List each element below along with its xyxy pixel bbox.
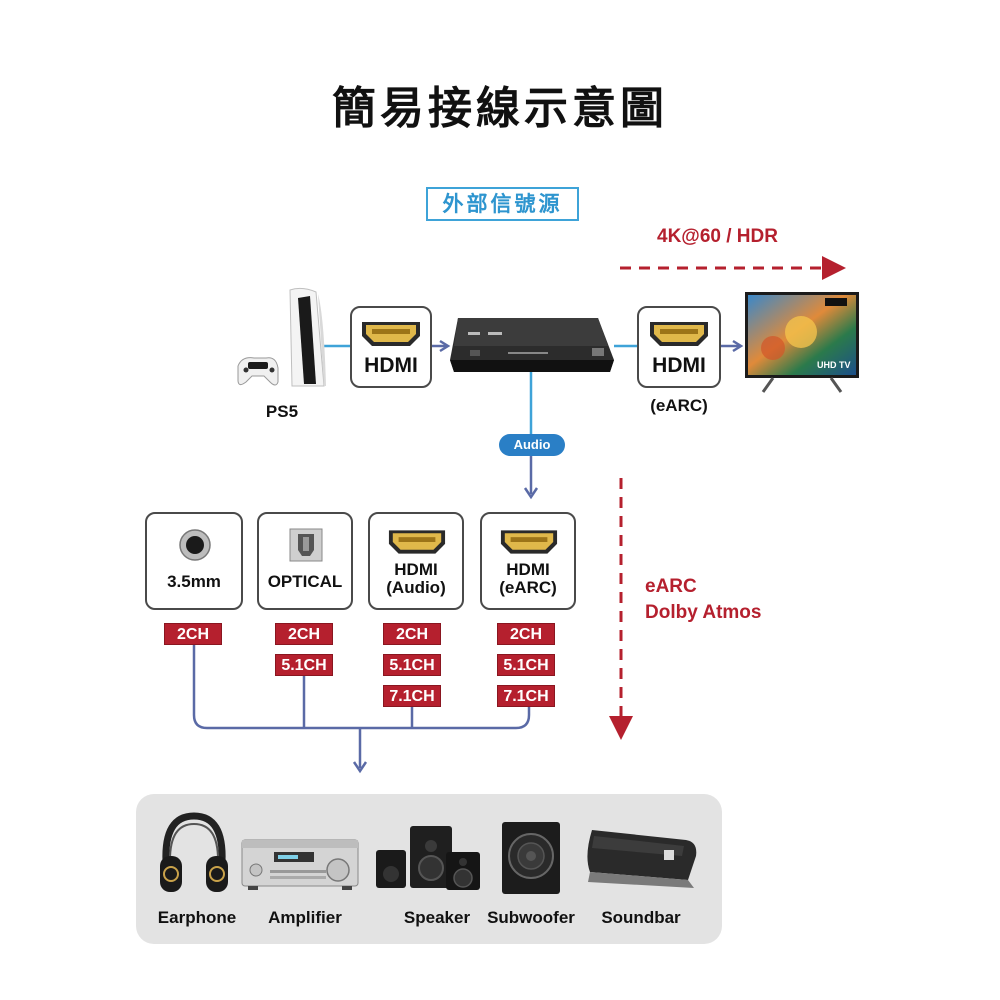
headphones-icon xyxy=(160,812,228,892)
audio-tag: Audio xyxy=(499,434,565,456)
hdmi-input-card: HDMI xyxy=(350,306,432,388)
speaker-icon xyxy=(376,826,480,890)
output-bus-lines xyxy=(192,645,531,774)
output-sublabel: (Audio) xyxy=(386,578,446,597)
device-label-earphone: Earphone xyxy=(157,908,237,927)
channel-badge: 5.1CH xyxy=(383,654,441,676)
ps5-label: PS5 xyxy=(265,402,299,421)
source-label-box: 外部信號源 xyxy=(426,187,579,221)
output-card-3-5mm: 3.5mm xyxy=(145,512,243,610)
audio-jack-icon xyxy=(179,529,211,561)
device-label-speaker: Speaker xyxy=(403,908,471,927)
hdmi-earc-output-card: HDMI xyxy=(637,306,721,388)
earc-arrow-head xyxy=(609,716,633,740)
channel-badge: 2CH xyxy=(383,623,441,645)
tv-icon: UHD TV xyxy=(745,292,859,393)
hdmi-input-label: HDMI xyxy=(364,354,418,377)
hdmi-port-icon xyxy=(362,322,420,346)
channel-badge: 5.1CH xyxy=(275,654,333,676)
subwoofer-icon xyxy=(502,822,560,894)
optical-port-icon xyxy=(289,528,323,562)
earc-note-line1: eARC xyxy=(645,576,697,597)
hdmi-port-icon xyxy=(500,530,558,554)
video-spec-label: 4K@60 / HDR xyxy=(657,226,778,247)
svg-text:UHD TV: UHD TV xyxy=(817,360,851,370)
channel-badge: 7.1CH xyxy=(383,685,441,707)
output-card-hdmi-earc: HDMI (eARC) xyxy=(480,512,576,610)
hdmi-output-label: HDMI xyxy=(652,354,706,377)
amplifier-icon xyxy=(241,839,359,890)
device-label-amplifier: Amplifier xyxy=(268,908,342,927)
channel-badge: 2CH xyxy=(275,623,333,645)
diagram-title: 簡易接線示意圖 xyxy=(332,83,668,134)
earc-note: eARC Dolby Atmos xyxy=(645,574,761,626)
earc-output-sublabel: (eARC) xyxy=(650,396,708,415)
output-card-optical: OPTICAL xyxy=(257,512,353,610)
output-label: 3.5mm xyxy=(167,572,221,591)
output-sublabel: (eARC) xyxy=(499,578,557,597)
output-card-hdmi-audio: HDMI (Audio) xyxy=(368,512,464,610)
ps5-console-icon xyxy=(237,287,326,387)
hdmi-port-icon xyxy=(388,530,446,554)
channel-badge: 5.1CH xyxy=(497,654,555,676)
hdmi-port-icon xyxy=(650,322,708,346)
device-label-subwoofer: Subwoofer xyxy=(487,908,575,927)
output-label: HDMI xyxy=(506,560,550,579)
output-label: OPTICAL xyxy=(267,572,343,591)
channel-badge: 2CH xyxy=(164,623,222,645)
hdmi-extractor-device-icon xyxy=(450,318,614,372)
channel-badge: 7.1CH xyxy=(497,685,555,707)
soundbar-icon xyxy=(587,830,697,888)
device-label-soundbar: Soundbar xyxy=(601,908,681,927)
earc-note-line2: Dolby Atmos xyxy=(645,602,762,623)
channel-badge: 2CH xyxy=(497,623,555,645)
output-label: HDMI xyxy=(394,560,438,579)
video-arrow-head xyxy=(822,256,846,280)
